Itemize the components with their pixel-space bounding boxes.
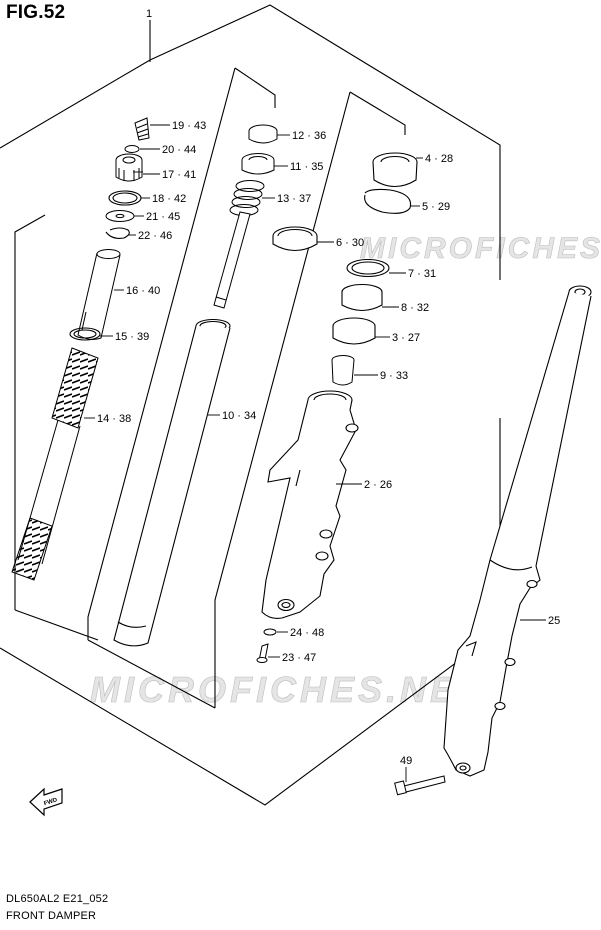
guide-bushing-icon (248, 124, 278, 144)
washer-icon (105, 210, 135, 222)
callout-10-34: 10 · 34 (222, 410, 256, 422)
inner-tube-icon (113, 318, 231, 647)
cap-bolt-icon (134, 117, 150, 141)
dust-seal-top-icon (241, 153, 275, 175)
oil-seal-icon (272, 226, 318, 252)
axle-pinch-bolt-icon (394, 775, 446, 796)
callout-11-35: 11 · 35 (290, 161, 323, 173)
callout-20-44: 20 · 44 (162, 144, 196, 156)
spacer-tube-icon (77, 249, 121, 340)
callout-5-29: 5 · 29 (422, 201, 450, 213)
slide-bushing-icon (332, 317, 376, 345)
callout-3-27: 3 · 27 (392, 332, 420, 344)
callout-23-47: 23 · 47 (282, 652, 316, 664)
callout-12-36: 12 · 36 (292, 130, 326, 142)
damper-rod-bolt-icon (256, 643, 269, 663)
callout-9-33: 9 · 33 (380, 370, 408, 382)
watermark-bottom: MICROFICHES.NET (90, 669, 484, 710)
dust-seal-icon (372, 152, 418, 188)
fork-spring-icon (11, 347, 99, 581)
callout-17-41: 17 · 41 (162, 169, 196, 181)
callout-49: 49 (400, 755, 412, 767)
callout-8-32: 8 · 32 (401, 302, 429, 314)
o-ring-small-icon (124, 145, 140, 153)
rebound-spring-icon (229, 180, 265, 216)
fwd-arrow-icon: FWD (29, 787, 63, 817)
callout-14-38: 14 · 38 (97, 413, 131, 425)
callout-4-28: 4 · 28 (425, 153, 453, 165)
damper-rod-icon (213, 211, 251, 309)
callout-2-26: 2 · 26 (364, 479, 392, 491)
guide-bushing-outer-icon (341, 283, 383, 312)
callout-19-43: 19 · 43 (172, 120, 206, 132)
diagram-name: FRONT DAMPER (6, 910, 97, 922)
o-ring-cap-icon (108, 190, 142, 206)
front-fork-assembly-icon (443, 285, 592, 777)
figure-title: FIG.52 (6, 2, 66, 23)
diagram-code: DL650AL2 E21_052 (6, 893, 109, 905)
fork-cap-icon (115, 153, 143, 182)
callout-18-42: 18 · 42 (152, 193, 186, 205)
gasket-icon (263, 628, 277, 636)
callout-16-40: 16 · 40 (126, 285, 160, 297)
washer-spring-seat-icon (69, 327, 101, 341)
callout-6-30: 6 · 30 (336, 237, 364, 249)
callout-7-31: 7 · 31 (408, 268, 436, 280)
callout-21-45: 21 · 45 (146, 211, 180, 223)
callout-25: 25 (548, 615, 560, 627)
circlip-icon (105, 227, 130, 239)
outer-tube-icon (261, 390, 359, 619)
washer-oil-seal-icon (346, 258, 390, 278)
callout-15-39: 15 · 39 (115, 331, 149, 343)
stopper-ring-icon (364, 188, 412, 214)
callout-main-assembly: 1 (146, 8, 152, 20)
watermark-top: MICROFICHES.NET (360, 232, 601, 265)
fwd-label: FWD (43, 797, 58, 807)
callout-13-37: 13 · 37 (277, 193, 311, 205)
callout-22-46: 22 · 46 (138, 230, 172, 242)
assembly-outline (0, 4, 501, 806)
leader-lines (84, 124, 546, 782)
callout-labels: 19 · 43 20 · 44 17 · 41 18 · 42 21 · 45 … (97, 120, 560, 767)
cylinder-seat-icon (331, 355, 355, 386)
callout-24-48: 24 · 48 (290, 627, 324, 639)
subgroup-brackets (14, 67, 406, 709)
